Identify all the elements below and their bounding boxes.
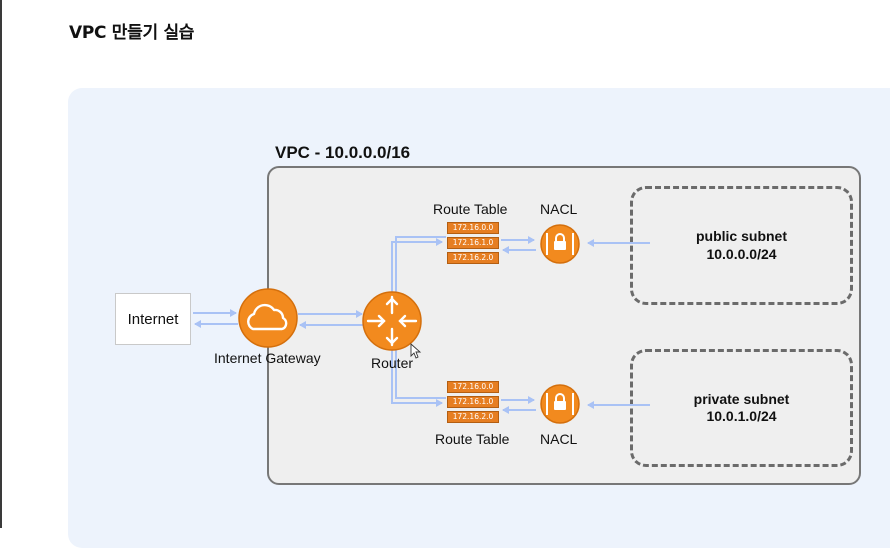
arrow-router-to-public-rt [391, 238, 443, 294]
line-router-to-public-rt [395, 236, 446, 294]
public-subnet-cidr: 10.0.0.0/24 [706, 245, 777, 262]
private-subnet-cidr: 10.0.1.0/24 [706, 408, 777, 424]
private-route-table: 172.16.0.0 172.16.1.0 172.16.2.0 [447, 381, 499, 426]
cloud-icon [238, 288, 298, 348]
private-route-table-label: Route Table [435, 431, 510, 447]
private-nacl-label: NACL [540, 431, 578, 447]
mouse-cursor-icon [410, 342, 422, 359]
route-entry: 172.16.0.0 [447, 381, 499, 393]
private-subnet-name: private subnet [693, 390, 790, 407]
route-entry: 172.16.2.0 [447, 252, 499, 264]
route-entry: 172.16.2.0 [447, 411, 499, 423]
route-entry: 172.16.1.0 [447, 237, 499, 249]
internet-label: Internet [127, 310, 179, 328]
public-nacl-label: NACL [540, 201, 578, 217]
lock-icon [540, 384, 580, 424]
route-entry: 172.16.1.0 [447, 396, 499, 408]
router-label: Router [371, 355, 414, 371]
public-subnet-name: public subnet [696, 228, 787, 244]
internet-gateway-label: Internet Gateway [214, 350, 321, 366]
left-border [0, 0, 2, 528]
router-icon [362, 291, 422, 351]
private-subnet: private subnet 10.0.1.0/24 [630, 349, 853, 467]
vpc-label: VPC - 10.0.0.0/16 [275, 143, 411, 162]
route-entry: 172.16.0.0 [447, 222, 499, 234]
arrow-router-to-private-rt [391, 348, 443, 407]
internet-box: Internet [115, 293, 191, 345]
lock-icon [540, 224, 580, 264]
public-route-table: 172.16.0.0 172.16.1.0 172.16.2.0 [447, 222, 499, 267]
line-router-to-private-rt [395, 348, 446, 399]
page-title: VPC 만들기 실습 [69, 23, 195, 43]
diagram-connections [193, 224, 650, 424]
public-subnet: public subnet 10.0.0.0/24 [630, 186, 853, 305]
public-route-table-label: Route Table [433, 201, 508, 217]
